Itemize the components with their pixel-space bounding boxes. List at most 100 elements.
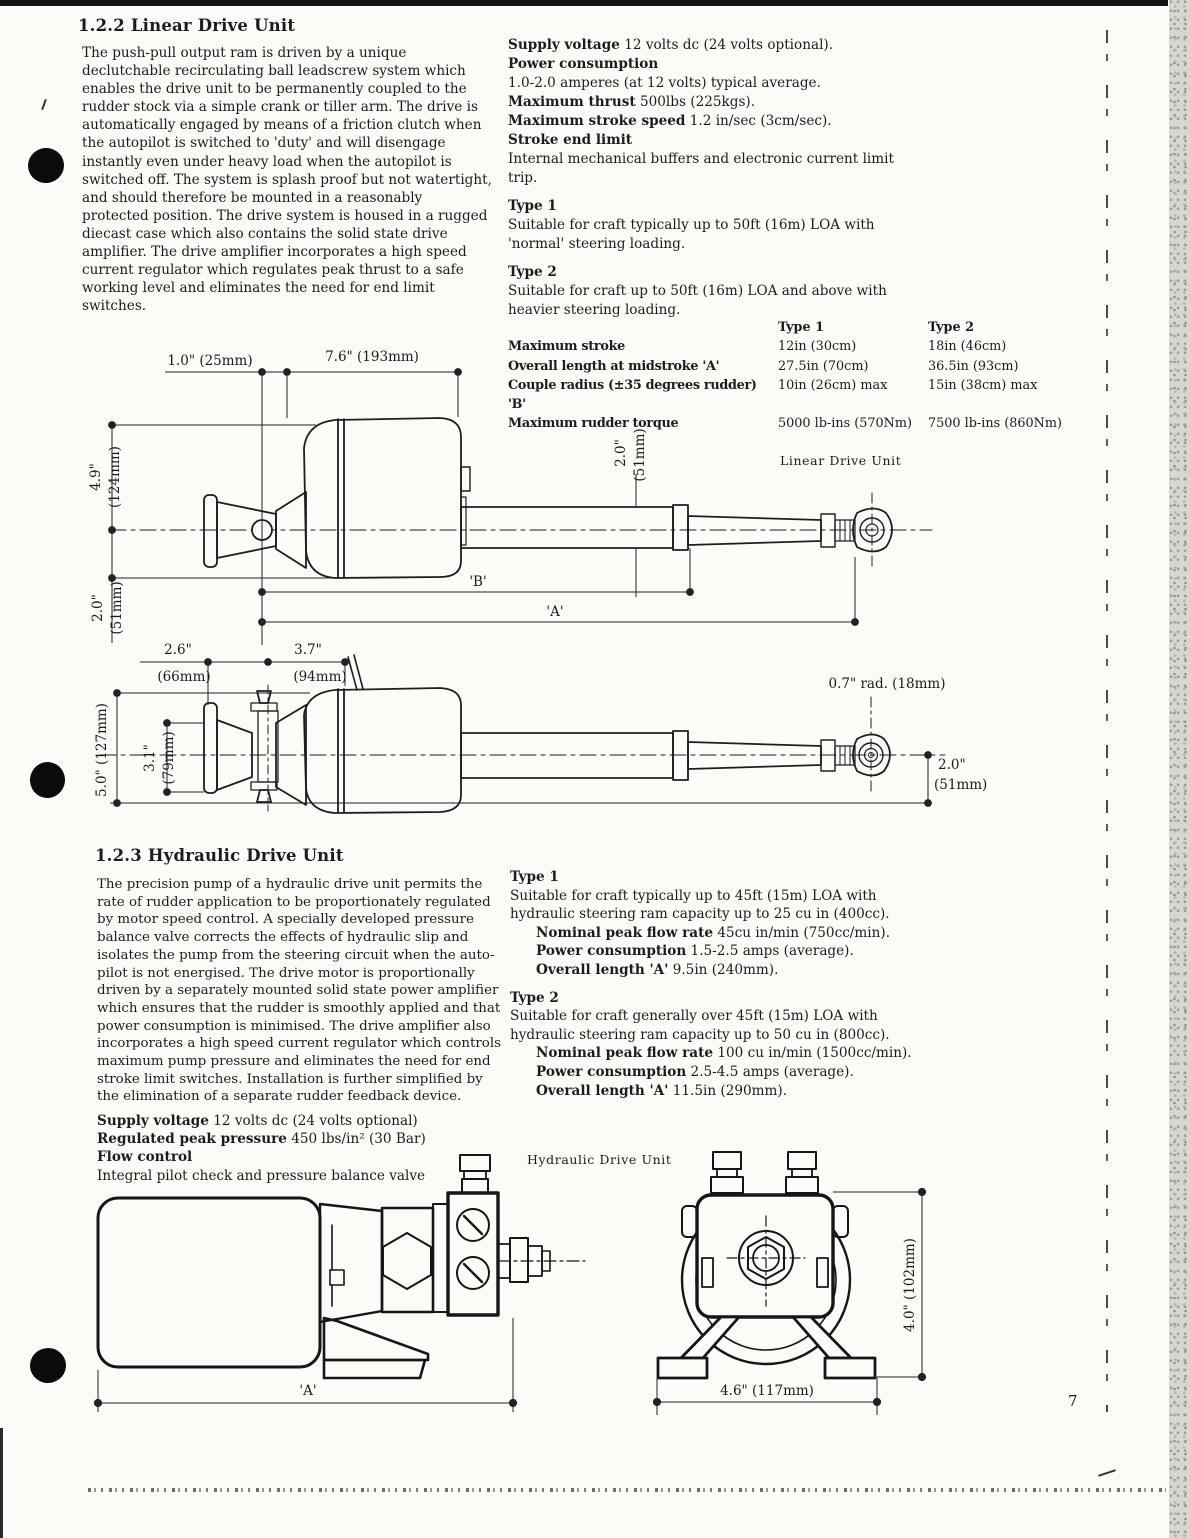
spec-value: 9.5in (240mm).: [668, 961, 779, 978]
scan-right-edge-texture: [1169, 0, 1190, 1538]
spec-line: Supply voltage 12 volts dc (24 volts opt…: [508, 36, 968, 55]
spec-label: Nominal peak flow rate: [536, 924, 714, 941]
row-type1-value: 27.5in (70cm): [778, 358, 869, 374]
dim-label-4in-102mm: 4.0" (102mm): [902, 1238, 918, 1332]
spec-label: Power consumption: [536, 943, 687, 960]
spec-line: Internal mechanical buffers and electron…: [508, 150, 968, 188]
plan-view-dimension-labels: 2.6" (66mm) 3.7" (94mm) 5.0" (127mm) 3.1…: [94, 642, 987, 797]
dim-label-51mm-cyl: (51mm): [632, 428, 648, 481]
type2-heading: Type 2: [508, 264, 557, 280]
spec-label: Maximum thrust: [508, 94, 636, 110]
spec-value: 12 volts dc (24 volts optional).: [619, 37, 834, 53]
page-number: 7: [1068, 1392, 1078, 1410]
dim-label-5in-127mm: 5.0" (127mm): [94, 703, 110, 797]
row-type2-value: 18in (46cm): [928, 339, 1007, 355]
spec-line: Flow control: [97, 1148, 537, 1166]
spec-label: Regulated peak pressure: [97, 1131, 287, 1148]
dim-label-3-7in: 3.7": [294, 642, 322, 658]
linear-specs-column: Supply voltage 12 volts dc (24 volts opt…: [508, 36, 968, 320]
row-label: Overall length at midstroke 'A': [508, 358, 720, 374]
dim-label-A: 'A': [546, 604, 563, 620]
spec-line: Stroke end limit: [508, 131, 968, 150]
spec-value: Integral pilot check and pressure balanc…: [97, 1167, 426, 1184]
linear-plan-view: [99, 654, 946, 814]
spec-line: Power consumption: [508, 55, 968, 74]
table-row: Maximum rudder torque 5000 lb-ins (570Nm…: [508, 414, 1088, 433]
hydraulic-specs-right: Type 1 Suitable for craft typically up t…: [510, 868, 1070, 1100]
spec-label: Supply voltage: [97, 1113, 209, 1129]
dim-label-79mm: (79mm): [161, 731, 177, 784]
spec-label: Maximum stroke speed: [508, 113, 686, 129]
spec-value: 12 volts dc (24 volts optional): [208, 1113, 418, 1129]
spec-line: Integral pilot check and pressure balanc…: [97, 1167, 537, 1185]
spec-value: 45cu in/min (750cc/min).: [713, 924, 891, 941]
spec-value: 1.2 in/sec (3cm/sec).: [685, 113, 832, 129]
dim-label-B: 'B': [469, 574, 486, 590]
row-type2-value: 7500 lb-ins (860Nm): [928, 416, 1062, 432]
table-row: Overall length at midstroke 'A' 27.5in (…: [508, 357, 1088, 376]
dim-label-0-7rad: 0.7" rad. (18mm): [828, 676, 945, 692]
type2-intro: Suitable for craft generally over 45ft (…: [510, 1008, 890, 1043]
dim-label-2in-right: 2.0": [938, 757, 966, 773]
dim-label-2in-left: 2.0": [90, 594, 106, 622]
type2-heading: Type 2: [510, 989, 559, 1006]
linear-side-view: [109, 417, 933, 579]
scan-bottom-noise: [88, 1488, 1166, 1492]
spec-line: 1.0-2.0 amperes (at 12 volts) typical av…: [508, 74, 968, 93]
spec-label: Flow control: [97, 1149, 193, 1166]
scan-speck: [41, 98, 47, 111]
row-label: Maximum stroke: [508, 339, 625, 355]
linear-spec-table: Type 1 Type 2 Maximum stroke 12in (30cm)…: [508, 318, 1088, 434]
row-label: Maximum rudder torque: [508, 416, 679, 432]
spec-label: Power consumption: [536, 1063, 687, 1080]
spec-line: Supply voltage 12 volts dc (24 volts opt…: [97, 1112, 537, 1130]
spec-value: 2.5-4.5 amps (average).: [686, 1063, 854, 1080]
binding-hole: [25, 145, 67, 186]
spec-line: Nominal peak flow rate 100 cu in/min (15…: [536, 1044, 1070, 1063]
table-row: Couple radius (±35 degrees rudder) 'B' 1…: [508, 376, 1088, 415]
dim-label-7-6in: 7.6" (193mm): [325, 349, 419, 365]
linear-drive-diagram: 1.0" (25mm) 7.6" (193mm) 4.9" (124mm) 2.…: [88, 349, 987, 814]
hydraulic-side-dimensions: [93, 1318, 518, 1412]
dim-label-A-hyd: 'A': [299, 1383, 316, 1399]
section-heading-linear: 1.2.2 Linear Drive Unit: [78, 16, 296, 35]
binding-hole: [28, 760, 67, 800]
dim-label-66mm: (66mm): [157, 669, 210, 685]
dim-label-2-6in: 2.6": [164, 642, 192, 658]
spec-label: Overall length 'A': [536, 961, 669, 978]
scan-page-edge-line: [1106, 30, 1108, 1412]
type1-text: Suitable for craft typically up to 50ft …: [508, 217, 875, 252]
dim-label-4-9in: 4.9": [88, 463, 104, 491]
hydraulic-side-view: [96, 1154, 586, 1380]
hydraulic-drive-caption: Hydraulic Drive Unit: [527, 1152, 671, 1167]
scan-top-edge: [0, 0, 1168, 6]
spec-value: 11.5in (290mm).: [668, 1082, 788, 1099]
type1-heading: Type 1: [510, 869, 559, 885]
type2-text: Suitable for craft up to 50ft (16m) LOA …: [508, 283, 887, 318]
spec-label: Power consumption: [508, 56, 659, 72]
row-type2-value: 36.5in (93cm): [928, 358, 1019, 374]
linear-body-paragraph: The push-pull output ram is driven by a …: [82, 45, 492, 315]
side-view-dimension-labels: 1.0" (25mm) 7.6" (193mm) 4.9" (124mm) 2.…: [88, 349, 901, 635]
spec-line: Nominal peak flow rate 45cu in/min (750c…: [536, 924, 1070, 943]
row-type1-value: 12in (30cm): [778, 339, 857, 355]
spec-label: Overall length 'A': [536, 1082, 669, 1099]
spec-line: Overall length 'A' 11.5in (290mm).: [536, 1082, 1070, 1101]
spec-line: Regulated peak pressure 450 lbs/in² (30 …: [97, 1130, 537, 1148]
row-type2-value: 15in (38cm) max: [928, 377, 1038, 393]
spec-value: 450 lbs/in² (30 Bar): [286, 1131, 426, 1148]
spec-label: Nominal peak flow rate: [536, 1045, 714, 1062]
spec-value: 100 cu in/min (1500cc/min).: [713, 1045, 912, 1062]
row-label: Couple radius (±35 degrees rudder) 'B': [508, 377, 757, 413]
spec-value: 500lbs (225kgs).: [635, 94, 756, 110]
scan-speck: [1098, 1469, 1116, 1477]
table-spacer: [508, 318, 778, 337]
type1-heading: Type 1: [508, 198, 557, 214]
spec-line: Overall length 'A' 9.5in (240mm).: [536, 961, 1070, 980]
dim-label-1in: 1.0" (25mm): [167, 353, 252, 369]
type1-intro: Suitable for craft typically up to 45ft …: [510, 887, 890, 923]
table-col-type2: Type 2: [928, 320, 975, 335]
dim-label-4-6in-117mm: 4.6" (117mm): [720, 1383, 814, 1399]
section-heading-hydraulic: 1.2.3 Hydraulic Drive Unit: [95, 846, 344, 865]
table-header-row: Type 1 Type 2: [508, 318, 1088, 337]
